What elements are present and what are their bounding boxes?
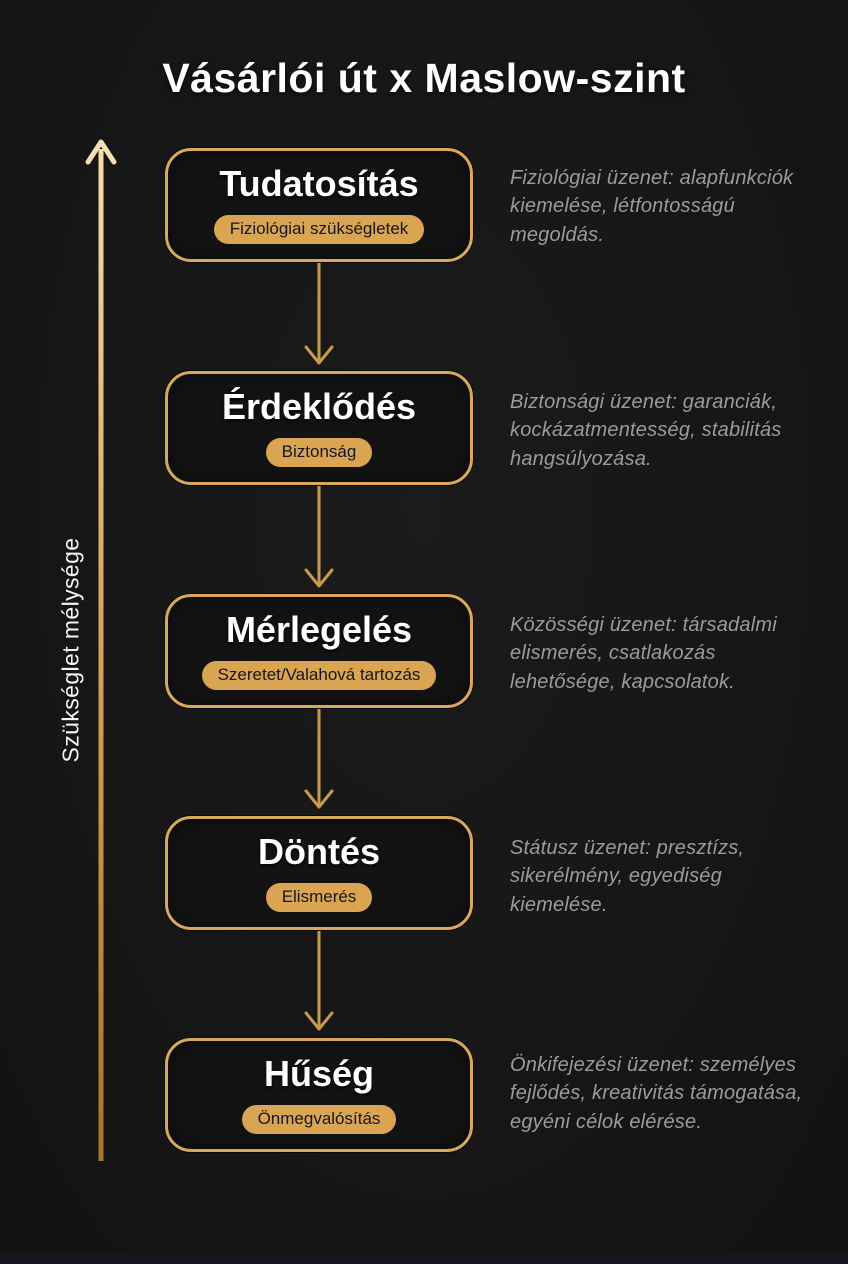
flow-arrow-down-icon [304, 263, 334, 365]
stage-title: Hűség [263, 1052, 375, 1094]
depth-axis-arrow-icon [85, 139, 117, 1161]
stage-box: Mérlegelés Szeretet/Valahová tartozás [165, 594, 473, 708]
stage-message: Közösségi üzenet: társadalmi elismerés, … [510, 614, 777, 693]
maslow-level-badge: Elismerés [265, 882, 373, 913]
maslow-level-badge: Önmegvalósítás [241, 1104, 397, 1135]
stage-title: Mérlegelés [225, 608, 413, 650]
maslow-level-badge: Szeretet/Valahová tartozás [201, 660, 437, 691]
stage-message: Fiziológiai üzenet: alapfunkciók kiemelé… [510, 167, 794, 246]
stage-box: Hűség Önmegvalósítás [165, 1038, 473, 1152]
flow-arrow-down-icon [304, 486, 334, 588]
stage-message: Státusz üzenet: presztízs, sikerélmény, … [510, 837, 745, 916]
flow-arrow-down-icon [304, 931, 334, 1031]
stage-box: Érdeklődés Biztonság [165, 371, 473, 485]
bottom-strip [0, 1253, 848, 1264]
stage-box: Döntés Elismerés [165, 816, 473, 930]
stage-title: Tudatosítás [219, 162, 419, 204]
stage-message: Biztonsági üzenet: garanciák, kockázatme… [510, 391, 782, 470]
page-title: Vásárlói út x Maslow-szint [162, 55, 686, 101]
stage-title: Érdeklődés [221, 385, 417, 427]
depth-axis-label: Szükséglet mélysége [57, 537, 84, 763]
stage-title: Döntés [257, 830, 380, 872]
stage-message: Önkifejezési üzenet: személyes fejlődés,… [510, 1054, 803, 1133]
flow-arrow-down-icon [304, 709, 334, 809]
stage-box: Tudatosítás Fiziológiai szükségletek [165, 148, 473, 262]
maslow-level-badge: Biztonság [265, 437, 373, 468]
maslow-level-badge: Fiziológiai szükségletek [213, 214, 425, 245]
